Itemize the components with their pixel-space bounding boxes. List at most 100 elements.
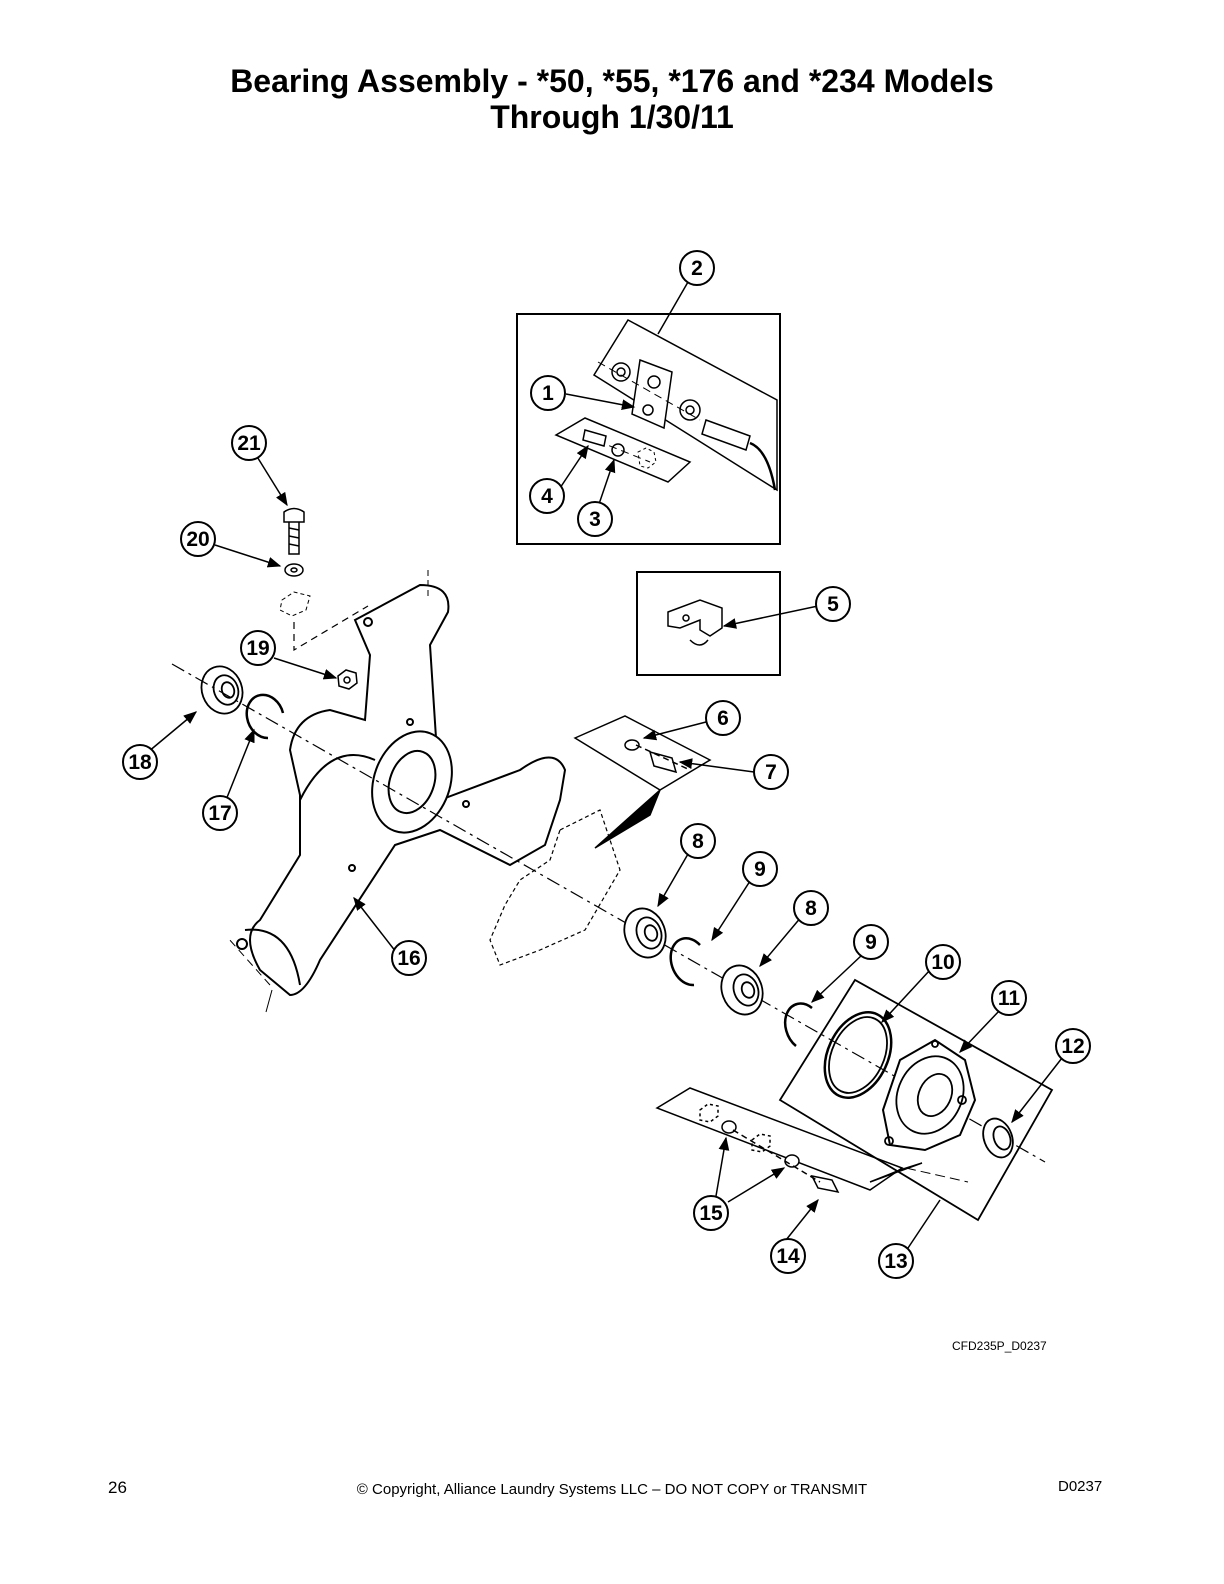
callout-label: 9 bbox=[865, 931, 877, 954]
callout-17: 17 bbox=[202, 795, 238, 831]
callout-label: 8 bbox=[805, 897, 817, 920]
callout-1: 1 bbox=[530, 375, 566, 411]
callout-label: 15 bbox=[699, 1202, 723, 1225]
callout-circle bbox=[815, 586, 851, 622]
callout-16: 16 bbox=[391, 940, 427, 976]
callout-label: 17 bbox=[208, 802, 231, 825]
page-number: 26 bbox=[108, 1478, 127, 1497]
callout-5: 5 bbox=[815, 586, 851, 622]
page-title-line-1: Bearing Assembly - *50, *55, *176 and *2… bbox=[230, 63, 994, 99]
callout-10: 10 bbox=[925, 944, 961, 980]
callout-circle bbox=[577, 501, 613, 537]
callout-label: 21 bbox=[237, 432, 261, 455]
callout-label: 8 bbox=[692, 830, 704, 853]
callout-13: 13 bbox=[878, 1243, 914, 1279]
callout-label: 13 bbox=[884, 1250, 907, 1273]
clip-detail-box bbox=[636, 571, 781, 676]
bracket-plate-part bbox=[631, 358, 673, 430]
front-bearing-part-1 bbox=[623, 907, 667, 959]
callout-circle bbox=[1055, 1028, 1091, 1064]
callout-circle bbox=[530, 375, 566, 411]
rear-bearing-part bbox=[200, 665, 244, 715]
callout-circle bbox=[240, 630, 276, 666]
callout-label: 7 bbox=[765, 761, 777, 784]
callout-6: 6 bbox=[705, 700, 741, 736]
callout-leaders bbox=[147, 281, 1063, 1249]
callout-circle bbox=[878, 1243, 914, 1279]
callout-label: 10 bbox=[931, 951, 954, 974]
callout-3: 3 bbox=[577, 501, 613, 537]
small-screw-part bbox=[582, 429, 607, 447]
housing-screw-detail-box bbox=[655, 1087, 923, 1194]
callout-circle bbox=[925, 944, 961, 980]
callout-circle bbox=[122, 744, 158, 780]
callout-9: 9 bbox=[853, 924, 889, 960]
callout-label: 5 bbox=[827, 593, 839, 616]
sensor-bracket-detail-box bbox=[516, 313, 781, 545]
callout-label: 4 bbox=[541, 485, 553, 508]
callout-14: 14 bbox=[770, 1238, 806, 1274]
callout-8: 8 bbox=[680, 823, 716, 859]
callout-9: 9 bbox=[742, 851, 778, 887]
callout-circle bbox=[529, 478, 565, 514]
drawing-id: CFD235P_D0237 bbox=[952, 1339, 1047, 1353]
seal-part bbox=[982, 1117, 1014, 1159]
drum-hub-phantom-outline bbox=[489, 809, 621, 966]
callout-circle bbox=[793, 890, 829, 926]
callout-circle bbox=[753, 754, 789, 790]
callout-20: 20 bbox=[180, 521, 216, 557]
callout-19: 19 bbox=[240, 630, 276, 666]
callout-circle bbox=[180, 521, 216, 557]
callout-label: 11 bbox=[998, 987, 1021, 1010]
callout-18: 18 bbox=[122, 744, 158, 780]
washer-part bbox=[284, 563, 304, 577]
snap-ring-part-1 bbox=[669, 937, 701, 987]
callout-label: 18 bbox=[128, 751, 152, 774]
copyright-notice: © Copyright, Alliance Laundry Systems LL… bbox=[356, 1481, 868, 1498]
page-title-line-2: Through 1/30/11 bbox=[490, 99, 734, 135]
callout-label: 6 bbox=[717, 707, 729, 730]
callout-15: 15 bbox=[693, 1195, 729, 1231]
callout-circle bbox=[991, 980, 1027, 1016]
callout-label: 12 bbox=[1061, 1035, 1084, 1058]
callout-label: 3 bbox=[589, 508, 601, 531]
callout-circle bbox=[770, 1238, 806, 1274]
document-code: D0237 bbox=[1058, 1478, 1103, 1495]
rear-snap-ring-part bbox=[245, 693, 285, 740]
screw-detail-box bbox=[573, 715, 712, 849]
front-bearing-part-2 bbox=[720, 964, 764, 1016]
proximity-sensor-part bbox=[701, 419, 777, 491]
callout-7: 7 bbox=[753, 754, 789, 790]
callout-label: 2 bbox=[691, 257, 703, 280]
sensor-nuts-part bbox=[611, 362, 701, 421]
bearing-housing-detail-box bbox=[778, 978, 1054, 1222]
snap-ring-part-2 bbox=[783, 1002, 813, 1047]
callout-21: 21 bbox=[231, 425, 267, 461]
callout-circle bbox=[853, 924, 889, 960]
callout-circle bbox=[391, 940, 427, 976]
callout-label: 14 bbox=[776, 1245, 800, 1268]
callout-4: 4 bbox=[529, 478, 565, 514]
callout-label: 16 bbox=[397, 947, 420, 970]
callout-circle bbox=[680, 823, 716, 859]
callout-circle bbox=[679, 250, 715, 286]
callout-circle bbox=[705, 700, 741, 736]
nut-phantom-outline bbox=[279, 591, 311, 617]
callout-11: 11 bbox=[991, 980, 1027, 1016]
callout-circle bbox=[693, 1195, 729, 1231]
callout-label: 9 bbox=[754, 858, 766, 881]
bolt-dashed-path bbox=[293, 605, 369, 652]
callout-8: 8 bbox=[793, 890, 829, 926]
spider-arm-assembly-part bbox=[236, 583, 567, 997]
callout-circle bbox=[202, 795, 238, 831]
callout-label: 1 bbox=[542, 382, 554, 405]
callout-2: 2 bbox=[679, 250, 715, 286]
callout-12: 12 bbox=[1055, 1028, 1091, 1064]
callout-label: 20 bbox=[186, 528, 209, 551]
callout-circle bbox=[742, 851, 778, 887]
callout-circle bbox=[231, 425, 267, 461]
bolt-part bbox=[283, 507, 305, 555]
callout-label: 19 bbox=[246, 637, 269, 660]
